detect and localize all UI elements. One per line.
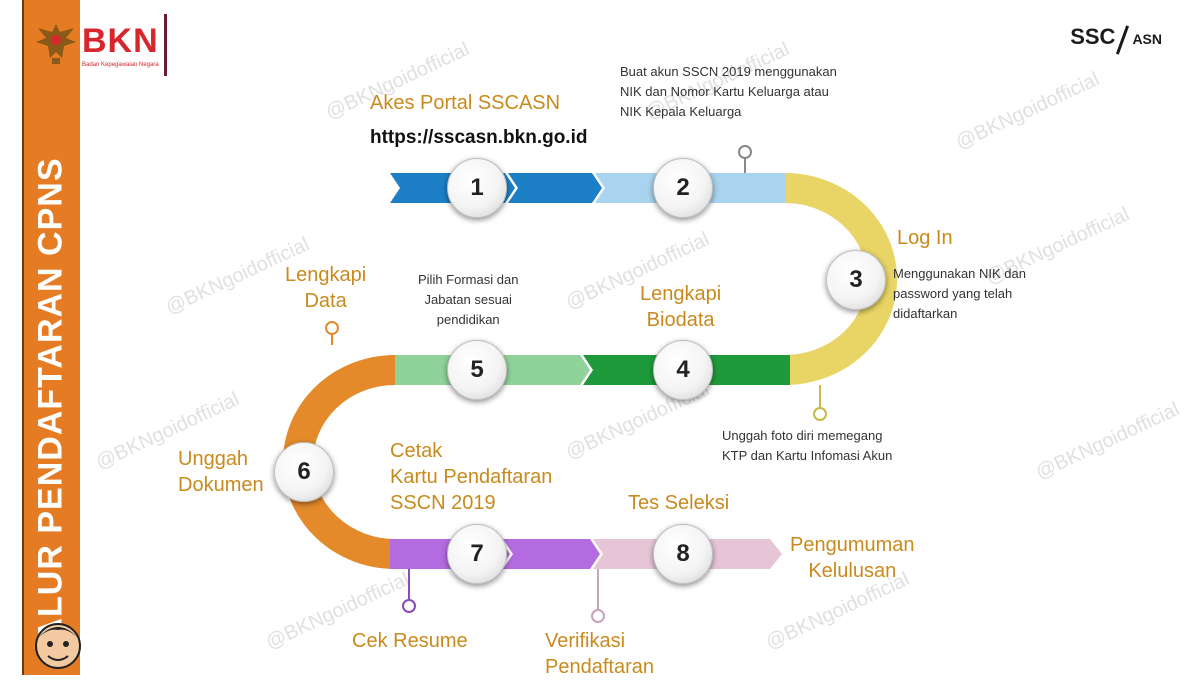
step-8-badge: 8 [653, 524, 713, 584]
step-1-title: Akes Portal SSCASN [370, 92, 561, 114]
step-4-title: Lengkapi Biodata [640, 283, 722, 331]
row1-segment-2 [508, 173, 602, 203]
step-3-badge: 3 [826, 250, 886, 310]
connector-pin [325, 321, 339, 335]
row3-segment-2 [503, 539, 600, 569]
step-5-description: Pilih Formasi dan Jabatan sesuai pendidi… [418, 272, 519, 327]
step-3-title: Log In [897, 227, 953, 249]
logo-divider [164, 14, 167, 76]
step-8-title: Tes Seleksi [628, 492, 730, 514]
step-5-title: Lengkapi Data [285, 264, 367, 312]
step-4-description: Unggah foto diri memegang KTP dan Kartu … [722, 428, 893, 463]
step-7-badge: 7 [447, 524, 507, 584]
final-step-label: Pengumuman Kelulusan [790, 534, 915, 582]
row3-segment-4 [693, 539, 782, 569]
sscasn-logo-a: SSC [1070, 24, 1116, 49]
bkn-logo: BKN Badan Kepegawaian Negara [34, 18, 159, 73]
sscasn-logo: SSC ASN [1070, 24, 1162, 55]
bkn-logo-subtitle: Badan Kepegawaian Negara [82, 62, 159, 68]
step-4-badge: 4 [653, 340, 713, 400]
step-6-title: Unggah Dokumen [178, 448, 264, 496]
sscasn-logo-b: ASN [1132, 31, 1162, 47]
row2-segment-2 [483, 355, 590, 385]
garuda-emblem-icon [36, 24, 76, 64]
step-2-description: Buat akun SSCN 2019 menggunakan NIK dan … [620, 64, 837, 119]
step-3-description: Menggunakan NIK dan password yang telah … [893, 266, 1026, 321]
connector-pin [402, 599, 416, 613]
portal-url: https://sscasn.bkn.go.id [370, 127, 588, 148]
row1-segment-4 [703, 173, 790, 203]
row2-segment-4 [693, 355, 790, 385]
step-7-title: Cetak Kartu Pendaftaran SSCN 2019 [390, 440, 553, 514]
connector-pin [738, 145, 752, 159]
step-7-description: Cek Resume [352, 630, 468, 652]
bkn-logo-name: BKN [82, 22, 159, 60]
connector-pin [591, 609, 605, 623]
sidebar-banner [22, 0, 80, 675]
step-8-description: Verifikasi Pendaftaran [545, 630, 654, 678]
mascot-face-icon [35, 623, 81, 669]
step-6-badge: 6 [274, 442, 334, 502]
step-1-badge: 1 [447, 158, 507, 218]
connector-pin [813, 407, 827, 421]
step-2-badge: 2 [653, 158, 713, 218]
step-5-badge: 5 [447, 340, 507, 400]
